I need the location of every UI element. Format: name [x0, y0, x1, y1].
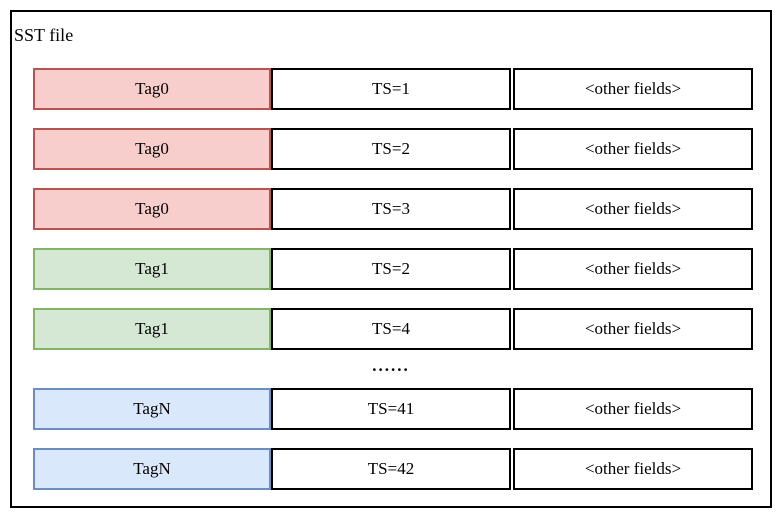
timestamp-cell: TS=2 — [271, 248, 511, 290]
sst-record-row: Tag1 TS=4 <other fields> — [33, 308, 753, 350]
sst-record-row: Tag0 TS=3 <other fields> — [33, 188, 753, 230]
sst-record-row: Tag0 TS=1 <other fields> — [33, 68, 753, 110]
sst-record-row: Tag1 TS=2 <other fields> — [33, 248, 753, 290]
tag-cell: Tag1 — [33, 308, 271, 350]
tag-cell: TagN — [33, 448, 271, 490]
sst-file-label: SST file — [14, 25, 74, 45]
timestamp-cell: TS=2 — [271, 128, 511, 170]
sst-record-row: TagN TS=42 <other fields> — [33, 448, 753, 490]
sst-record-row: TagN TS=41 <other fields> — [33, 388, 753, 430]
tag-cell: Tag0 — [33, 128, 271, 170]
tag-cell: Tag0 — [33, 68, 271, 110]
other-fields-cell: <other fields> — [513, 448, 753, 490]
tag-cell: Tag0 — [33, 188, 271, 230]
sst-record-row: Tag0 TS=2 <other fields> — [33, 128, 753, 170]
other-fields-cell: <other fields> — [513, 388, 753, 430]
timestamp-cell: TS=42 — [271, 448, 511, 490]
timestamp-cell: TS=3 — [271, 188, 511, 230]
other-fields-cell: <other fields> — [513, 308, 753, 350]
other-fields-cell: <other fields> — [513, 68, 753, 110]
tag-cell: TagN — [33, 388, 271, 430]
other-fields-cell: <other fields> — [513, 248, 753, 290]
timestamp-cell: TS=41 — [271, 388, 511, 430]
ellipsis-label: ...... — [372, 356, 410, 375]
timestamp-cell: TS=1 — [271, 68, 511, 110]
other-fields-cell: <other fields> — [513, 188, 753, 230]
sst-file-box: SST file Tag0 TS=1 <other fields> Tag0 T… — [10, 10, 772, 508]
tag-cell: Tag1 — [33, 248, 271, 290]
other-fields-cell: <other fields> — [513, 128, 753, 170]
timestamp-cell: TS=4 — [271, 308, 511, 350]
